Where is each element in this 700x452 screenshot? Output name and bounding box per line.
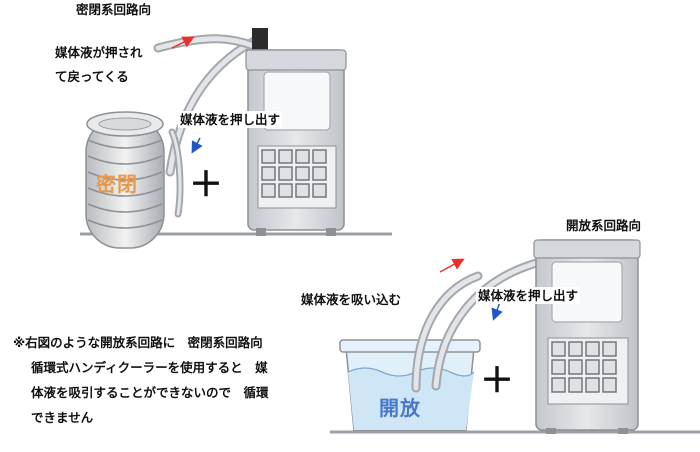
closed-heading: 密閉系回路向 (76, 2, 152, 17)
closed-cooler-unit (245, 28, 347, 236)
note-line-3: 体液を吸引することができないので 循環 (31, 385, 269, 400)
warning-note: ※右図のような開放系回路に 密閉系回路向 循環式ハンディクーラーを使用すると 媒… (13, 330, 269, 430)
closed-return-label-line2: て戻ってくる (55, 69, 129, 84)
open-push-label: 媒体液を押し出す (476, 287, 581, 304)
open-push-arrow-blue (491, 301, 503, 321)
closed-circuit-diagram (80, 28, 392, 249)
open-cooler-unit (533, 239, 641, 434)
closed-return-arrow-red (171, 36, 195, 49)
note-line-2: 循環式ハンディクーラーを使用すると 媒 (31, 360, 268, 375)
closed-plus-sign: ＋ (189, 165, 223, 205)
open-return-arrow-red (439, 258, 465, 273)
closed-hoses (153, 34, 261, 218)
closed-push-arrow-blue (191, 137, 203, 154)
open-suck-label: 媒体液を吸い込む (301, 292, 402, 307)
closed-return-label-line1: 媒体液が押され (55, 45, 143, 60)
open-tank-label: 開放 (379, 396, 421, 420)
open-hoses (411, 257, 545, 393)
note-line-4: できません (31, 410, 94, 425)
open-plus-sign: ＋ (480, 361, 514, 401)
note-line-1: ※右図のような開放系回路に 密閉系回路向 (13, 335, 263, 350)
open-circuit-diagram (330, 239, 700, 434)
open-heading: 開放系回路向 (566, 218, 642, 233)
closed-tank-label: 密閉 (96, 172, 138, 196)
closed-tank-icon (85, 111, 165, 249)
closed-push-label: 媒体液を押し出す (178, 111, 283, 128)
